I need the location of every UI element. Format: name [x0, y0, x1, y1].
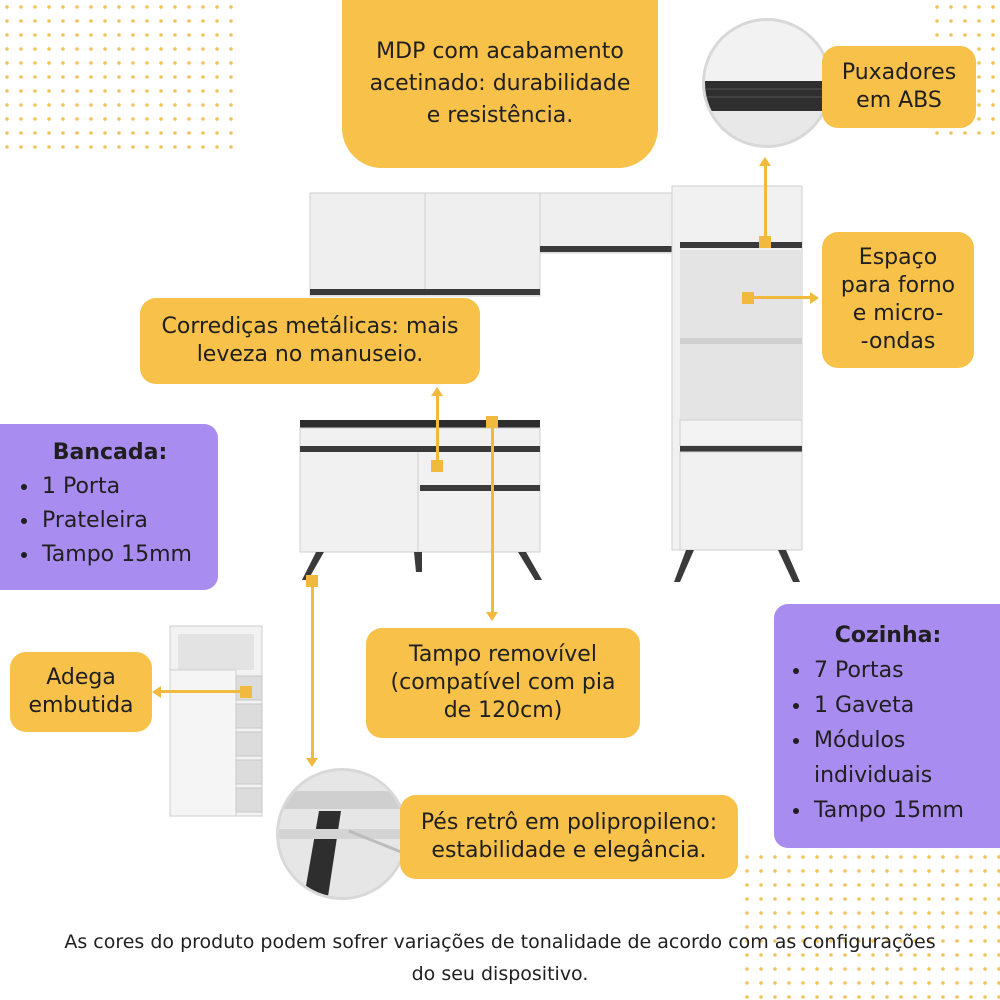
cozinha-item: Tampo 15mm	[812, 793, 988, 828]
callout-espaco: Espaço para forno e micro- -ondas	[822, 232, 974, 368]
bancada-item: 1 Porta	[40, 470, 204, 504]
marker-tampo	[486, 416, 498, 428]
arrow-corredicas	[431, 387, 443, 396]
cozinha-panel: Cozinha: 7 Portas 1 Gaveta Módulos indiv…	[774, 604, 1000, 848]
callout-tampo: Tampo removível (compatível com pia de 1…	[366, 628, 640, 738]
retro-feet-image	[279, 771, 405, 897]
arrow-tampo	[486, 612, 498, 621]
cozinha-item: Módulos individuais	[812, 723, 988, 793]
callout-adega-text: Adega embutida	[28, 665, 134, 718]
arrow-pes	[306, 758, 318, 767]
abs-handle-image	[705, 21, 829, 145]
tower-cabinet	[671, 185, 803, 582]
callout-tampo-text: Tampo removível (compatível com pia de 1…	[390, 642, 616, 723]
bancada-item: Tampo 15mm	[40, 538, 204, 572]
leader-pes	[311, 580, 314, 760]
upper-cabinets	[309, 192, 676, 297]
cozinha-title: Cozinha:	[834, 623, 942, 648]
handle-detail-circle	[702, 18, 832, 148]
callout-puxadores-text: Puxadores em ABS	[841, 60, 957, 113]
leader-espaco	[752, 296, 812, 299]
arrow-adega	[152, 686, 161, 698]
cozinha-item: 1 Gaveta	[812, 688, 988, 723]
color-disclaimer: As cores do produto podem sofrer variaçõ…	[64, 931, 936, 985]
bancada-panel: Bancada: 1 Porta Prateleira Tampo 15mm	[0, 424, 218, 590]
leader-tampo	[491, 420, 494, 615]
callout-adega: Adega embutida	[10, 652, 152, 732]
callout-pes: Pés retrô em polipropileno: estabilidade…	[400, 795, 738, 879]
marker-puxadores	[759, 236, 771, 248]
marker-pes	[306, 575, 318, 587]
dot-pattern-bottom-right	[740, 850, 1000, 1000]
callout-puxadores: Puxadores em ABS	[822, 46, 976, 128]
bancada-item: Prateleira	[40, 504, 204, 538]
callout-pes-text: Pés retrô em polipropileno: estabilidade…	[420, 810, 718, 863]
callout-espaco-text: Espaço para forno e micro- -ondas	[840, 245, 956, 354]
arrow-puxadores	[759, 157, 771, 166]
base-cabinet	[299, 420, 542, 580]
marker-espaco	[742, 292, 754, 304]
cozinha-list: 7 Portas 1 Gaveta Módulos individuais Ta…	[788, 653, 988, 828]
wine-rack-cabinet	[169, 625, 263, 817]
feet-detail-circle	[276, 768, 408, 900]
leader-corredicas	[436, 395, 439, 463]
marker-corredicas	[431, 460, 443, 472]
callout-corredicas: Corrediças metálicas: mais leveza no man…	[140, 298, 480, 384]
bancada-list: 1 Porta Prateleira Tampo 15mm	[16, 470, 204, 572]
dot-pattern-top-left	[0, 0, 240, 150]
marker-adega	[240, 686, 252, 698]
bancada-title: Bancada:	[52, 440, 168, 465]
leader-puxadores	[764, 165, 767, 240]
callout-corredicas-text: Corrediças metálicas: mais leveza no man…	[161, 314, 459, 367]
cozinha-item: 7 Portas	[812, 653, 988, 688]
arrow-espaco	[810, 292, 819, 304]
callout-mdp: MDP com acabamento acetinado: durabilida…	[342, 0, 658, 168]
leader-adega	[160, 690, 245, 693]
callout-mdp-text: MDP com acabamento acetinado: durabilida…	[369, 39, 631, 128]
